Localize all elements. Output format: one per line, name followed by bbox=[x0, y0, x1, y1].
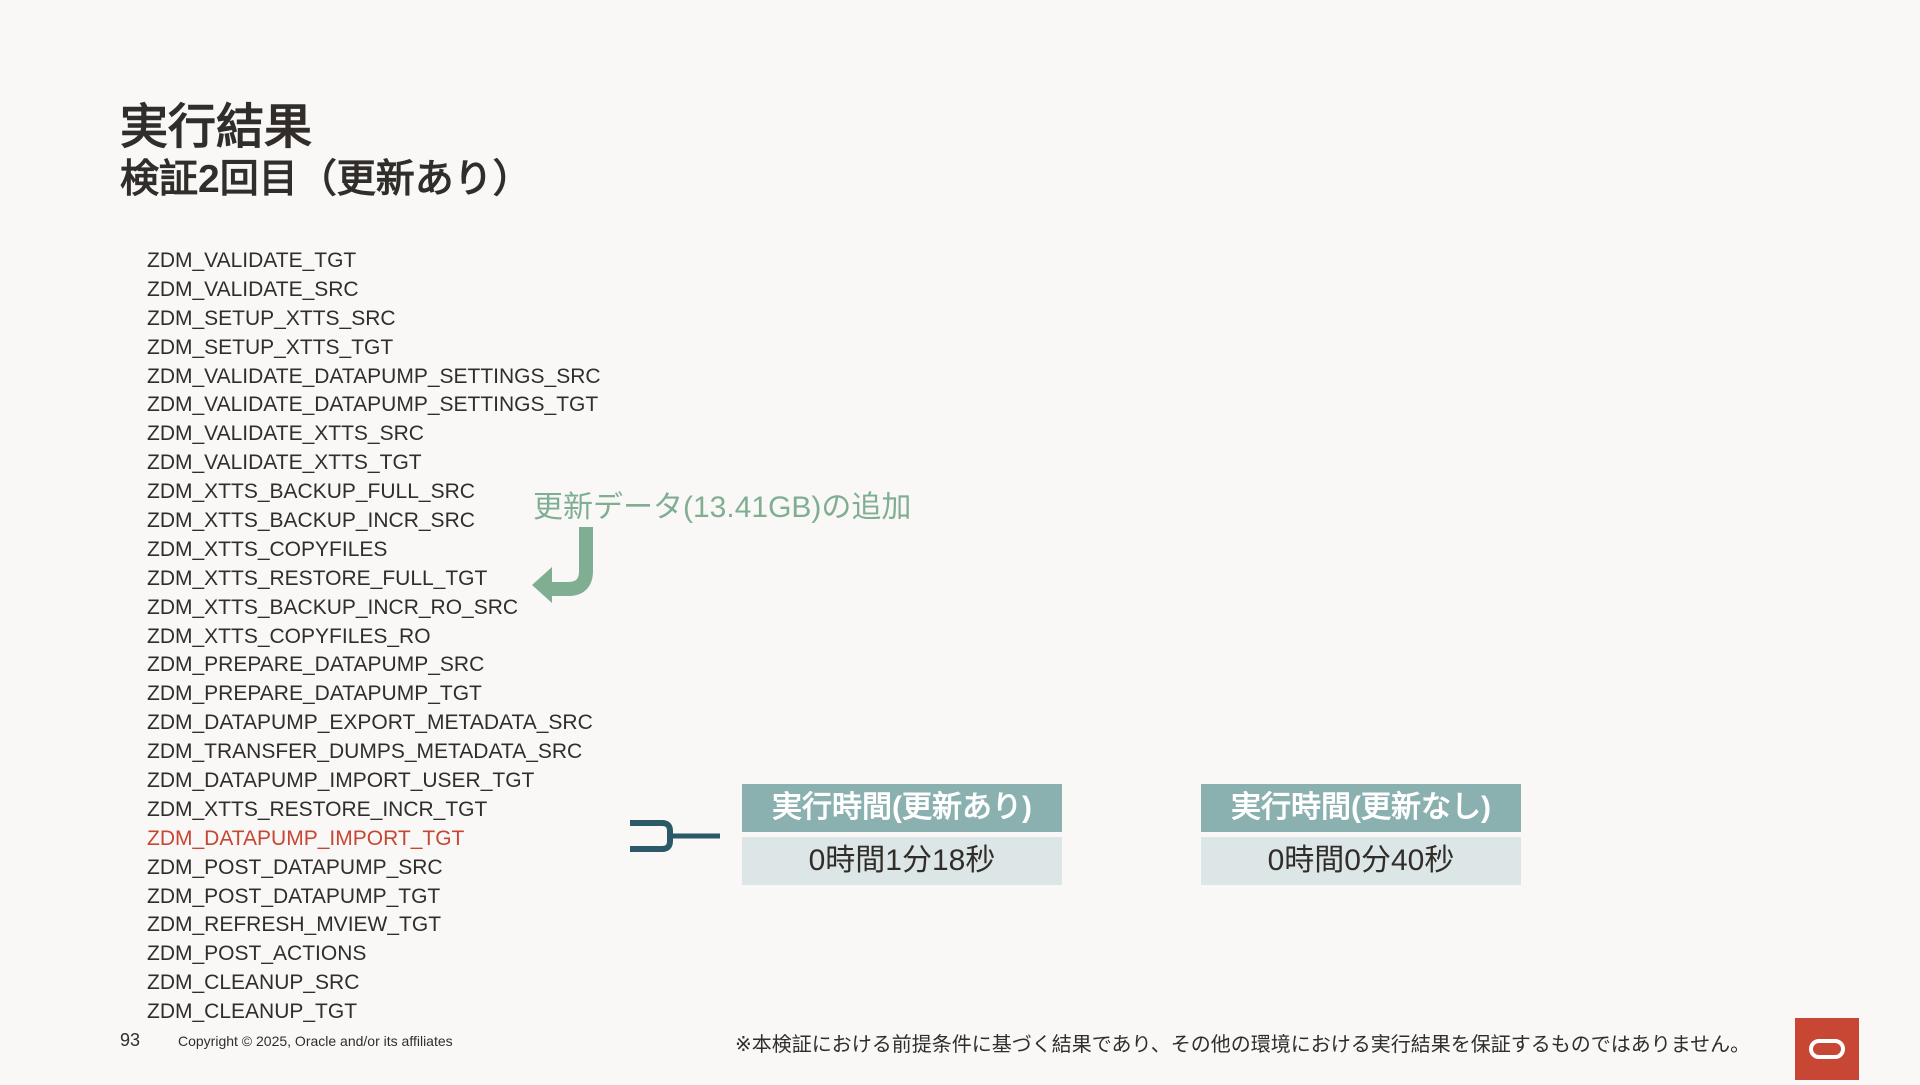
step-item: ZDM_VALIDATE_SRC bbox=[147, 277, 359, 301]
step-item: ZDM_PREPARE_DATAPUMP_SRC bbox=[147, 653, 485, 677]
page-number: 93 bbox=[120, 1030, 141, 1050]
zdm-step-list: ZDM_VALIDATE_TGT ZDM_VALIDATE_SRC ZDM_SETU… bbox=[147, 247, 601, 1027]
result-value: 0時間1分18秒 bbox=[742, 837, 1062, 885]
step-item: ZDM_XTTS_BACKUP_INCR_RO_SRC bbox=[147, 595, 519, 619]
copyright-notice: Copyright © 2025, Oracle and/or its affi… bbox=[178, 1033, 453, 1049]
step-item: ZDM_POST_DATAPUMP_TGT bbox=[147, 884, 441, 908]
step-item: ZDM_XTTS_BACKUP_FULL_SRC bbox=[147, 480, 475, 504]
slide-subtitle: 検証2回目（更新あり） bbox=[120, 158, 532, 201]
result-value: 0時間0分40秒 bbox=[1201, 837, 1521, 885]
step-item: ZDM_VALIDATE_DATAPUMP_SETTINGS_TGT bbox=[147, 393, 599, 417]
step-item: ZDM_DATAPUMP_IMPORT_USER_TGT bbox=[147, 769, 535, 793]
result-header: 実行時間(更新あり) bbox=[742, 784, 1062, 832]
step-item: ZDM_VALIDATE_XTTS_TGT bbox=[147, 451, 422, 475]
step-item: ZDM_DATAPUMP_EXPORT_METADATA_SRC bbox=[147, 711, 593, 735]
step-item: ZDM_XTTS_RESTORE_FULL_TGT bbox=[147, 566, 488, 590]
result-with-update: 実行時間(更新あり) 0時間1分18秒 bbox=[742, 784, 1062, 885]
step-item: ZDM_POST_DATAPUMP_SRC bbox=[147, 855, 443, 879]
oracle-logo-icon bbox=[1795, 1018, 1859, 1080]
step-item: ZDM_SETUP_XTTS_TGT bbox=[147, 335, 394, 359]
step-item: ZDM_XTTS_COPYFILES_RO bbox=[147, 624, 431, 648]
bracket-connector-icon bbox=[630, 820, 720, 852]
step-item: ZDM_REFRESH_MVIEW_TGT bbox=[147, 913, 442, 937]
step-item: ZDM_XTTS_RESTORE_INCR_TGT bbox=[147, 797, 488, 821]
step-item: ZDM_CLEANUP_SRC bbox=[147, 971, 360, 995]
step-item: ZDM_POST_ACTIONS bbox=[147, 942, 367, 966]
step-item: ZDM_XTTS_BACKUP_INCR_SRC bbox=[147, 509, 475, 533]
step-item: ZDM_DATAPUMP_IMPORT_TGT bbox=[147, 826, 465, 850]
result-without-update: 実行時間(更新なし) 0時間0分40秒 bbox=[1201, 784, 1521, 885]
curved-arrow-down-left-icon bbox=[532, 527, 593, 603]
update-data-annotation: 更新データ(13.41GB)の追加 bbox=[533, 491, 912, 524]
step-item: ZDM_CLEANUP_TGT bbox=[147, 1000, 358, 1024]
disclaimer-note: ※本検証における前提条件に基づく結果であり、その他の環境における実行結果を保証す… bbox=[735, 1034, 1751, 1056]
step-item: ZDM_VALIDATE_XTTS_SRC bbox=[147, 422, 424, 446]
step-item: ZDM_SETUP_XTTS_SRC bbox=[147, 306, 396, 330]
step-item: ZDM_XTTS_COPYFILES bbox=[147, 537, 388, 561]
oracle-ring-icon bbox=[1809, 1039, 1845, 1059]
step-item: ZDM_VALIDATE_TGT bbox=[147, 249, 357, 272]
step-item: ZDM_VALIDATE_DATAPUMP_SETTINGS_SRC bbox=[147, 364, 601, 388]
step-item: ZDM_PREPARE_DATAPUMP_TGT bbox=[147, 682, 482, 706]
result-header: 実行時間(更新なし) bbox=[1201, 784, 1521, 832]
step-item: ZDM_TRANSFER_DUMPS_METADATA_SRC bbox=[147, 740, 583, 764]
slide-title: 実行結果 bbox=[120, 101, 313, 154]
